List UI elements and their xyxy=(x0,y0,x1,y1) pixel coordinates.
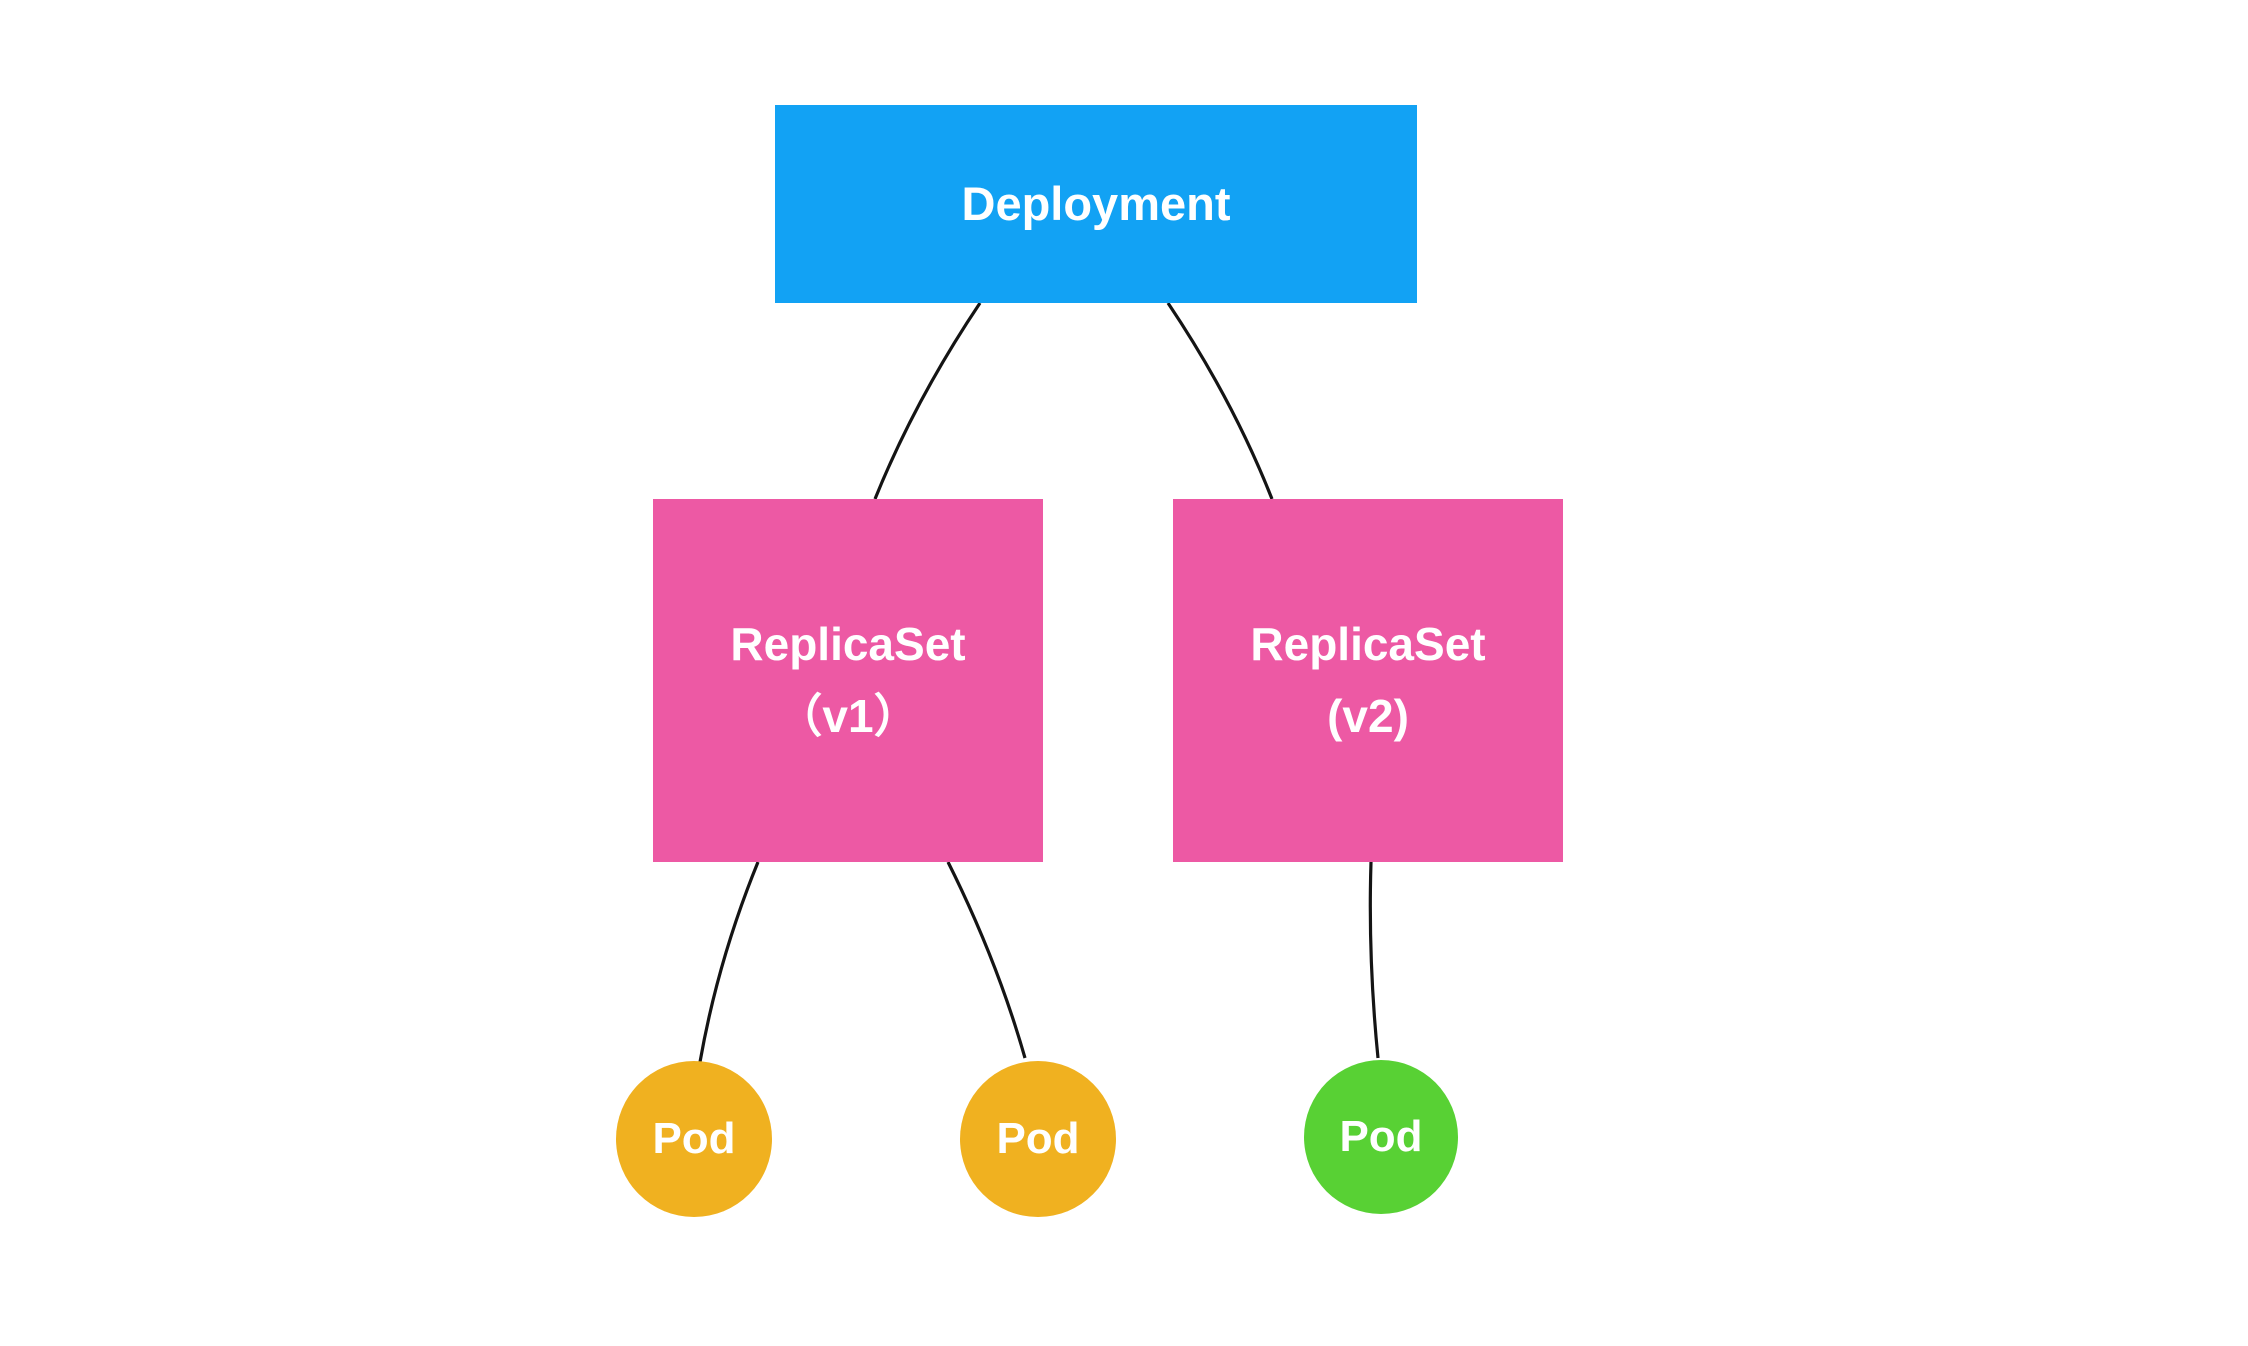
node-replicaset-v2-version: (v2) xyxy=(1327,689,1409,742)
node-replicaset-v2: ReplicaSet (v2) xyxy=(1173,499,1563,862)
node-pod-1: Pod xyxy=(616,1061,772,1217)
node-pod-3-label: Pod xyxy=(1339,1112,1423,1162)
node-pod-1-label: Pod xyxy=(652,1114,736,1164)
edge-replicaset-v1-to-pod-2 xyxy=(946,861,1027,1059)
node-deployment: Deployment xyxy=(775,105,1417,303)
node-replicaset-v2-label: ReplicaSet xyxy=(1250,617,1486,670)
node-pod-2-label: Pod xyxy=(996,1114,1080,1164)
node-pod-2: Pod xyxy=(960,1061,1116,1217)
edge-deployment-to-replicaset-v1 xyxy=(873,302,982,500)
node-replicaset-v1: ReplicaSet （v1） xyxy=(653,499,1043,862)
node-replicaset-v1-label: ReplicaSet xyxy=(730,617,966,670)
node-deployment-label: Deployment xyxy=(961,177,1231,231)
edge-deployment-to-replicaset-v2 xyxy=(1166,302,1274,500)
edge-replicaset-v2-to-pod-3 xyxy=(1368,861,1380,1059)
node-replicaset-v1-version: （v1） xyxy=(776,689,920,742)
edge-replicaset-v1-to-pod-1 xyxy=(698,861,760,1063)
node-pod-3: Pod xyxy=(1304,1060,1458,1214)
